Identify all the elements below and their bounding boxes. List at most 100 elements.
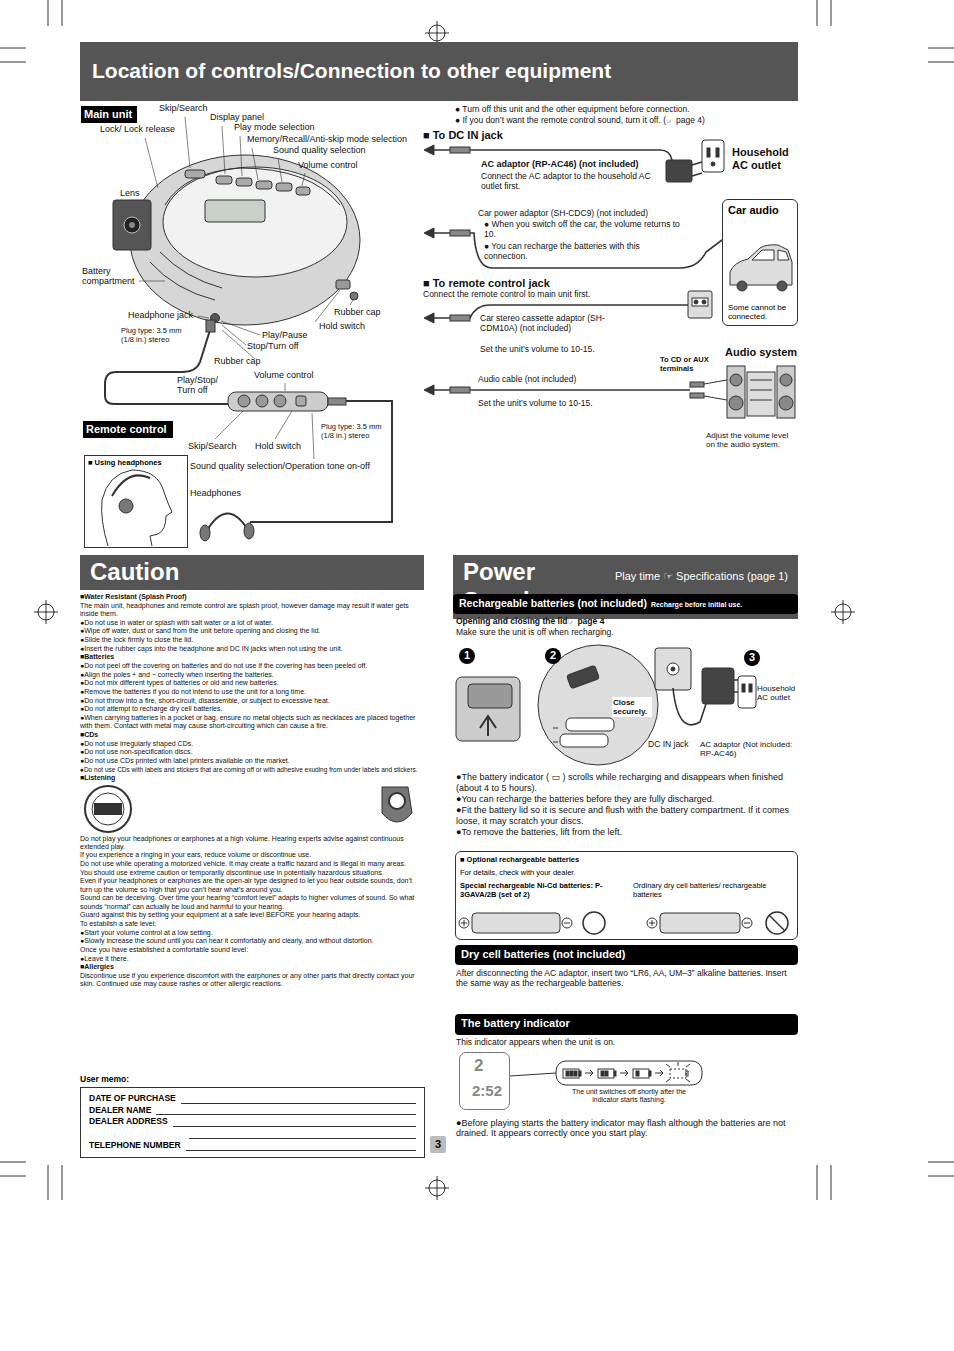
label-text: ●Before playing starts the battery indic… — [456, 1118, 798, 1139]
lcd-display: 22:52 — [459, 1052, 510, 1110]
node-text: Ordinary dry cell batteries/ rechargeabl… — [633, 882, 768, 899]
label-text: Discontinue use if you experience discom… — [80, 972, 425, 988]
label-text: Car stereo cassette adaptor (SH-CDM10A) … — [480, 314, 630, 334]
node-text: For details, check with your dealer. — [460, 869, 575, 878]
heading-text: AC adaptor (RP-AC46) (not included) — [481, 159, 639, 169]
heading-text: ■CDs — [80, 731, 425, 739]
heading-text: Household AC outlet — [732, 146, 798, 171]
inset-box: ■ Using headphones — [84, 455, 188, 548]
label-text: If you experience a ringing in your ears… — [80, 851, 425, 859]
label-text: DC IN jack — [648, 740, 689, 750]
label-text: Even if your headphones or earphones are… — [80, 877, 425, 893]
label-text: Adjust the volume level on the audio sys… — [706, 431, 798, 449]
memo-field: DEALER ADDRESS — [89, 1117, 168, 1127]
node-text: Car audio — [728, 204, 792, 217]
label-text: ●Wipe off water, dust or sand from the u… — [80, 627, 425, 635]
label-text: ● If you don’t want the remote control s… — [455, 116, 705, 126]
label-text: ●Fit the battery lid so it is secure and… — [456, 805, 798, 827]
label-text: ●Do not use non-specification discs. — [80, 748, 425, 756]
node-text: Special rechargeable Ni-Cd batteries: P-… — [460, 882, 625, 899]
label-text: ● When you switch off the car, the volum… — [484, 220, 684, 240]
section-band: Caution — [80, 555, 424, 590]
label-text: AC adaptor (Not included: RP-AC46) — [700, 740, 800, 758]
label-text: ●Do not peel off the covering on batteri… — [80, 662, 425, 670]
label-text: Do not play your headphones or earphones… — [80, 835, 425, 851]
memo-heading: User memo: — [80, 1075, 425, 1085]
label-text: ●When carrying batteries in a pocket or … — [80, 714, 425, 730]
logo-art — [80, 783, 425, 835]
heading-text: ■Allergies — [80, 963, 425, 971]
label-text: ●Slowly increase the sound until you can… — [80, 937, 425, 945]
label-text: After disconnecting the AC adaptor, inse… — [456, 969, 798, 989]
device-box: Car audioSome cannot be connected. — [722, 199, 798, 326]
label-text: Battery compartment — [82, 266, 138, 287]
label-text: Headphone jack — [128, 310, 193, 320]
sub-band: Rechargeable batteries (not included) Rec… — [453, 594, 798, 614]
label-text: ●Start your volume control at a low sett… — [80, 929, 425, 937]
node-text: 1 — [459, 648, 475, 664]
heading-text: ■Batteries — [80, 653, 425, 661]
heading-text: ■ To remote control jack — [423, 277, 550, 290]
node-text: Caution — [90, 558, 414, 587]
label-text: Make sure the unit is off when rechargin… — [456, 628, 614, 638]
label-text: ●Do not use in water or splash with salt… — [80, 619, 425, 627]
label-text: Hold switch — [319, 321, 365, 331]
step-number: 2 — [545, 648, 561, 664]
node-text: ■ Optional rechargeable batteries — [460, 856, 579, 865]
memo-frame: DATE OF PURCHASE DEALER NAMEDEALER ADDRES… — [80, 1087, 425, 1158]
label-text: Set the unit’s volume to 10-15. — [478, 399, 593, 409]
label-text: Stop/Turn off — [247, 341, 299, 351]
step-number: 1 — [459, 648, 475, 664]
label-text: The main unit, headphones and remote con… — [80, 602, 425, 618]
memo-line — [189, 1127, 416, 1139]
memo-row: DEALER NAME — [89, 1106, 416, 1116]
memo-row: DEALER ADDRESS — [89, 1117, 416, 1127]
text-column: ●The battery indicator ( ▭ ) scrolls whi… — [456, 772, 798, 839]
label-text: To establish a safe level: — [80, 920, 425, 928]
node-text: Recharge before initial use. — [651, 601, 742, 609]
label-text: The unit switches off shortly after the … — [562, 1088, 696, 1104]
label-text: ●The battery indicator ( ▭ ) scrolls whi… — [456, 772, 798, 794]
memo-line — [156, 1106, 416, 1115]
heading-text: ■Listening — [80, 774, 425, 782]
label-text: Plug type: 3.5 mm (1/8 in.) stereo — [321, 423, 383, 440]
label-text: Car power adaptor (SH-CDC9) (not include… — [478, 209, 648, 219]
label-text: ●Do not use CDs with labels and stickers… — [80, 766, 425, 774]
label-text: Play/Stop/ Turn off — [177, 375, 225, 396]
label-text: Plug type: 3.5 mm (1/8 in.) stereo — [121, 327, 189, 344]
node-text: Some cannot be connected. — [728, 303, 792, 321]
memo-field: DATE OF PURCHASE — [89, 1094, 176, 1104]
node-text: Remote control — [86, 423, 170, 436]
logo-area — [80, 783, 425, 835]
label-text: ●Align the poles + and − correctly when … — [80, 671, 425, 679]
text-column: ■Water Resistant (Splash Proof)The main … — [80, 593, 425, 989]
label-text: Lens — [120, 188, 140, 198]
label-text: ●Insert the rubber caps into the headpho… — [80, 645, 425, 653]
label-text: Display panel — [210, 112, 264, 122]
label-text: Connect the remote control to main unit … — [423, 290, 590, 300]
memo-line — [173, 1118, 416, 1127]
page-title: Location of controls/Connection to other… — [92, 58, 611, 83]
label-text: Sound can be deceiving. Over time your h… — [80, 894, 425, 910]
sub-band: Dry cell batteries (not included) — [455, 945, 798, 965]
label-text: ●Leave it there. — [80, 955, 425, 963]
heading-text: ■ To DC IN jack — [423, 129, 503, 142]
section-tag: Main unit — [81, 106, 137, 123]
note-box: ■ Optional rechargeable batteriesFor det… — [455, 851, 798, 940]
node-text: Rechargeable batteries (not included) — [459, 597, 647, 609]
label-text: Hold switch — [255, 441, 301, 451]
label-text: ●To remove the batteries, lift from the … — [456, 827, 798, 838]
label-text: Sound quality selection/Operation tone o… — [190, 461, 370, 471]
label-text: ● Turn off this unit and the other equip… — [455, 105, 690, 115]
sub-band: The battery indicator — [455, 1014, 798, 1035]
heading-text: Opening and closing the lid☞ page 4 — [456, 617, 604, 627]
memo-line — [186, 1142, 416, 1151]
node-text: 3 — [430, 1136, 446, 1153]
label-text: ●Remove the batteries if you do not inte… — [80, 688, 425, 696]
label-text: Guard against this by setting your equip… — [80, 911, 425, 919]
node-text: ■ Using headphones — [88, 459, 184, 468]
step-number: 3 — [744, 650, 760, 666]
memo-line — [181, 1095, 416, 1104]
label-text: ●Do not use irregularly shaped CDs. — [80, 740, 425, 748]
label-text: Audio cable (not included) — [478, 375, 576, 385]
